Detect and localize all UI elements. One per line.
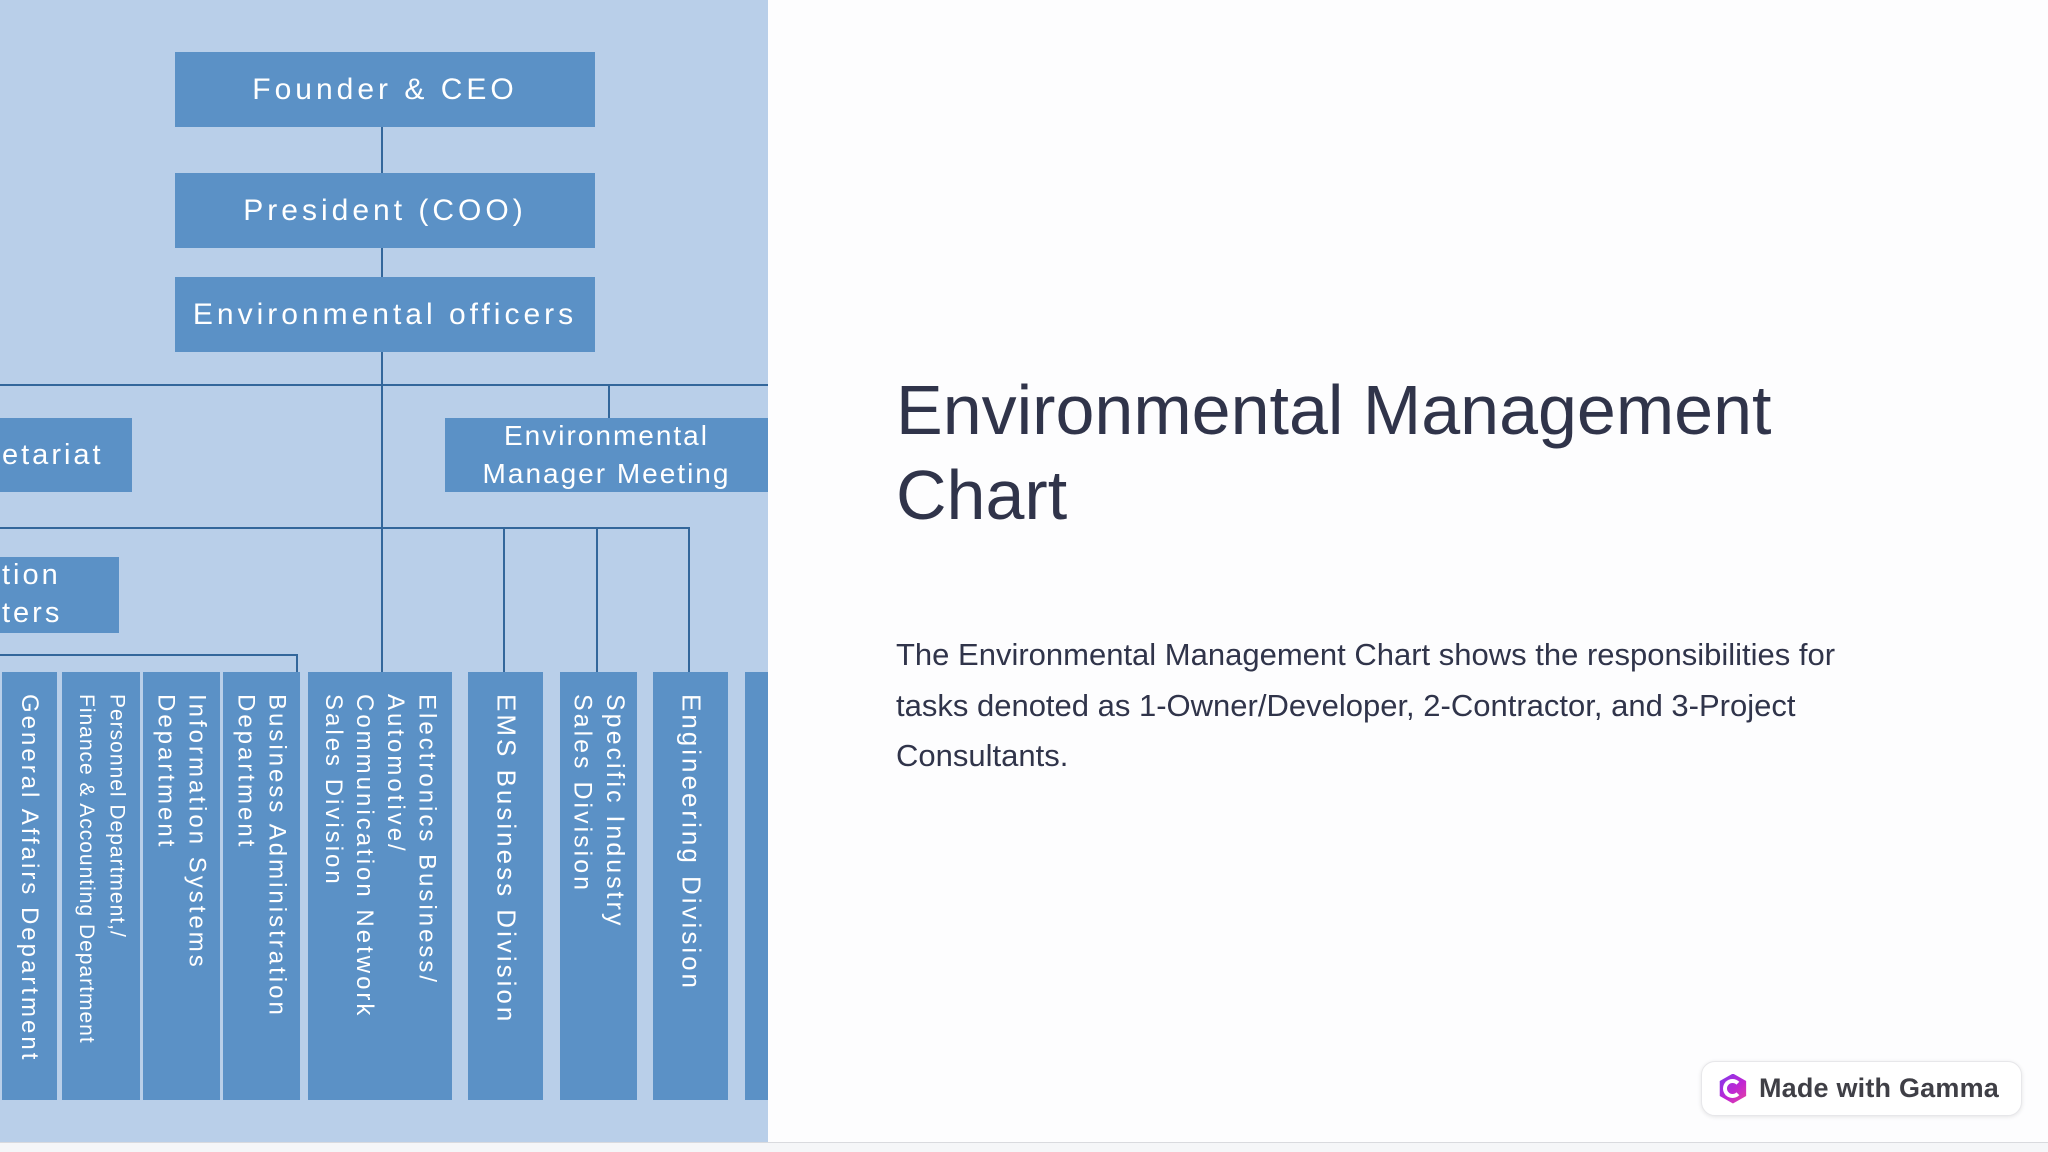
org-box-label: Environmental officers [192,297,578,331]
org-box-environmental-manager-meeting: Environmental Manager Meeting [445,418,768,492]
org-box-founder-ceo: Founder & CEO [175,52,595,127]
org-box-business-administration-department: Business Administration Department [223,672,300,1100]
made-with-gamma-badge[interactable]: Made with Gamma [1700,1061,2022,1116]
connector-president-officers [381,248,383,277]
org-box-label: Personnel Department,/ Finance & Account… [75,694,129,1044]
org-box-label: Founder & CEO [252,72,518,106]
gamma-logo-icon [1719,1073,1747,1104]
connector-ceo-president [381,127,383,173]
gamma-badge-label: Made with Gamma [1758,1073,1999,1103]
org-box-promotion-headquarters-cropped: tion ters [0,557,119,633]
org-box-label: Engineering Division [676,694,707,992]
org-box-label: Environmental Manager Meeting [482,420,731,489]
org-box-label: EMS Business Division [491,694,522,1025]
org-box-general-affairs-department: General Affairs Department [2,672,57,1100]
org-box-label: Specific Industry Sales Division [568,694,630,929]
connector-manager-meeting-stub [608,384,610,418]
org-box-cropped-right [745,672,768,1100]
connector-corner-drop [296,654,298,673]
connector-line-horizontal-lower [0,654,298,656]
org-box-electronics-automotive-network-sales: Electronics Business/ Automotive/ Commun… [308,672,452,1100]
org-box-ems-business-division: EMS Business Division [468,672,543,1100]
org-chart-image: Founder & CEO President (COO) Environmen… [0,0,768,1143]
org-box-secretariat-cropped: etariat [0,418,132,492]
connector-ems-stub [503,527,505,673]
org-box-label: etariat [2,438,104,471]
slide-content-panel: Environmental Management Chart The Envir… [768,0,2048,1143]
org-box-label: Electronics Business/ Automotive/ Commun… [319,694,441,1019]
org-box-label: President (COO) [243,193,527,227]
connector-engineering-stub [688,527,690,673]
org-box-label: Information Systems Department [152,694,211,970]
connector-line-horizontal-upper [0,384,768,386]
org-box-label: tion ters [2,559,63,629]
connector-spine [381,352,383,673]
org-box-label: General Affairs Department [16,694,44,1063]
org-box-specific-industry-sales-division: Specific Industry Sales Division [560,672,637,1100]
slide-bottom-edge [0,1142,2048,1152]
page-body-text: The Environmental Management Chart shows… [896,637,1836,774]
page-title: Environmental Management Chart [896,371,1772,535]
org-box-engineering-division: Engineering Division [653,672,728,1100]
connector-specific-industry-stub [596,527,598,673]
org-box-environmental-officers: Environmental officers [175,277,595,352]
org-box-personnel-finance-accounting: Personnel Department,/ Finance & Account… [62,672,140,1100]
org-box-president-coo: President (COO) [175,173,595,248]
org-box-label: Business Administration Department [232,694,291,1018]
connector-line-horizontal-middle [0,527,690,529]
org-box-information-systems-department: Information Systems Department [143,672,220,1100]
